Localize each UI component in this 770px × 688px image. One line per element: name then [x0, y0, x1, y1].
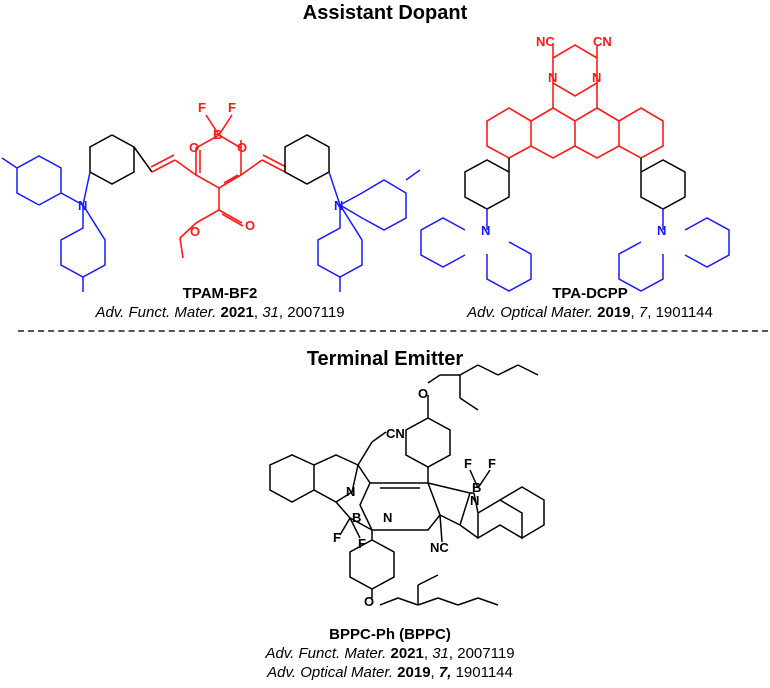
boron-label: B: [352, 510, 361, 525]
year: 2021: [390, 645, 424, 662]
page: 1901144: [455, 664, 513, 681]
oxygen-label: O: [237, 140, 247, 155]
fluorine-label: F: [488, 456, 496, 471]
reference-line: Adv. Funct. Mater. 2021, 31, 2007119: [95, 304, 345, 321]
nitrogen-label: N: [383, 510, 392, 525]
oxygen-label: O: [190, 224, 200, 239]
volume: 31: [432, 645, 449, 662]
nitrogen-label: N: [592, 70, 601, 85]
molecule-name: TPAM-BF2: [182, 285, 258, 302]
page: 2007119: [457, 645, 515, 662]
nitrogen-label: N: [346, 484, 355, 499]
reference-line: Adv. Funct. Mater. 2021, 31, 2007119: [265, 645, 515, 662]
reference-line: Adv. Optical Mater. 2019, 7, 1901144: [467, 304, 713, 321]
boron-label: B: [472, 480, 481, 495]
reference-line: Adv. Optical Mater. 2019, 7, 1901144: [267, 664, 513, 681]
fluorine-label: F: [333, 530, 341, 545]
volume: 7,: [438, 664, 452, 681]
fluorine-label: F: [464, 456, 472, 471]
nitrogen-label: N: [78, 198, 87, 213]
section-divider: [18, 330, 768, 332]
molecule-name: BPPC-Ph (BPPC): [329, 626, 451, 643]
nitrogen-label: N: [548, 70, 557, 85]
journal-name: Adv. Optical Mater.: [467, 304, 593, 321]
oxygen-label: O: [189, 140, 199, 155]
cyano-label: CN: [386, 426, 405, 441]
tpam-bf2-caption: TPAM-BF2 Adv. Funct. Mater. 2021, 31, 20…: [40, 284, 400, 322]
oxygen-label: O: [418, 386, 428, 401]
molecule-name: TPA-DCPP: [552, 285, 628, 302]
page: 2007119: [287, 304, 345, 321]
nitrogen-label: N: [481, 223, 490, 238]
assistant-dopant-title: Assistant Dopant: [302, 2, 468, 24]
boron-label: B: [213, 127, 222, 142]
volume: 31: [262, 304, 279, 321]
cyano-label: NC: [536, 34, 555, 49]
cyano-label: CN: [593, 34, 612, 49]
nitrogen-label: N: [657, 223, 666, 238]
page: 1901144: [655, 304, 713, 321]
nitrogen-label: N: [470, 493, 479, 508]
fluorine-label: F: [198, 100, 206, 115]
year: 2019: [597, 304, 631, 321]
volume: 7: [638, 304, 648, 321]
fluorine-label: F: [358, 536, 366, 551]
oxygen-label: O: [245, 218, 255, 233]
nitrogen-label: N: [334, 198, 343, 213]
terminal-emitter-title: Terminal Emitter: [306, 348, 464, 370]
journal-name: Adv. Funct. Mater.: [265, 645, 387, 662]
tpa-dcpp-caption: TPA-DCPP Adv. Optical Mater. 2019, 7, 19…: [410, 284, 770, 322]
journal-name: Adv. Optical Mater.: [267, 664, 393, 681]
bppc-caption: BPPC-Ph (BPPC) Adv. Funct. Mater. 2021, …: [210, 625, 570, 682]
journal-name: Adv. Funct. Mater.: [95, 304, 217, 321]
cyano-label: NC: [430, 540, 449, 555]
year: 2021: [220, 304, 254, 321]
year: 2019: [397, 664, 431, 681]
fluorine-label: F: [228, 100, 236, 115]
oxygen-label: O: [364, 594, 374, 609]
